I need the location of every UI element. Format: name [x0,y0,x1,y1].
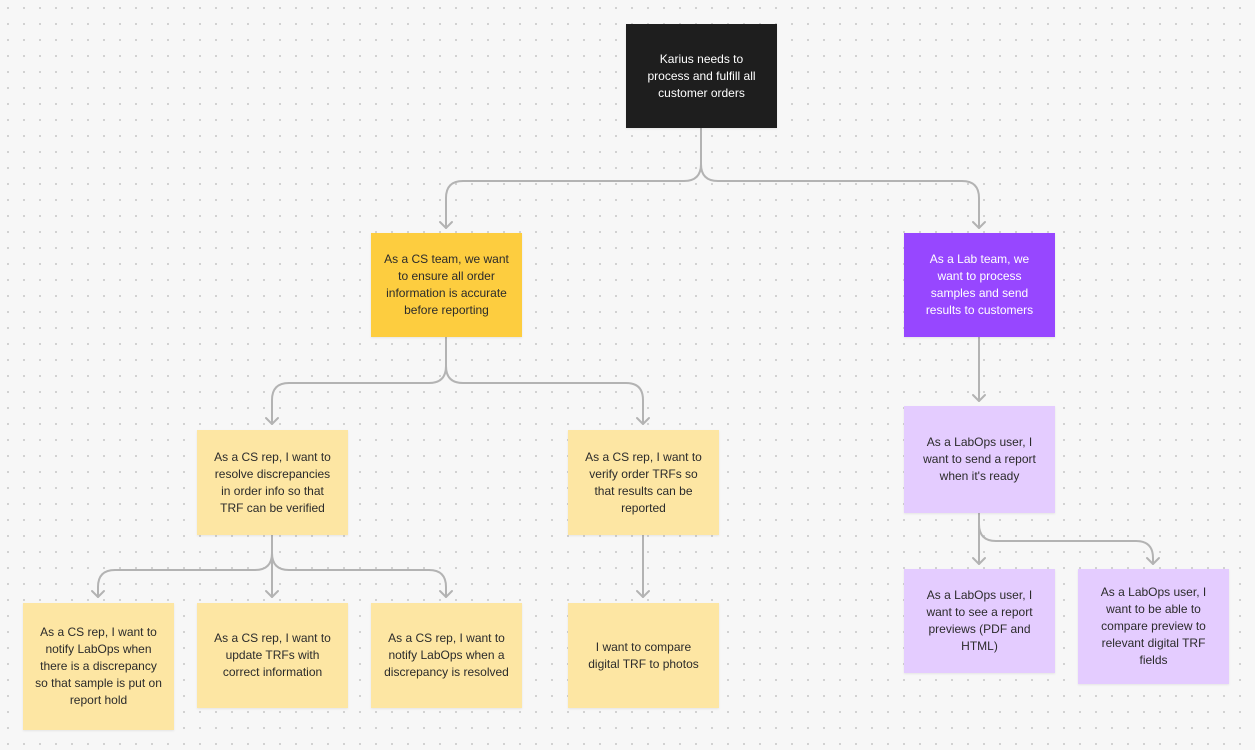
arrowhead-verify [636,417,650,425]
connector-resolve-notify-resolved [271,552,447,598]
cs-notify-resolved-node-text: As a CS rep, I want to notify LabOps whe… [384,631,509,679]
root-node-text: Karius needs to process and fulfill all … [647,51,756,100]
labops-preview-node-text: As a LabOps user, I want to see a report… [926,588,1033,653]
compare-digital-trf-node-text: I want to compare digital TRF to photos [588,639,699,671]
arrowhead-send [972,394,986,402]
compare-digital-trf-node[interactable]: I want to compare digital TRF to photos [568,603,719,708]
labops-preview-node[interactable]: As a LabOps user, I want to see a report… [904,569,1055,673]
cs-verify-node-text: As a CS rep, I want to verify order TRFs… [585,449,702,515]
arrowhead-cs-team [439,221,453,229]
cs-notify-discrepancy-node-text: As a CS rep, I want to notify LabOps whe… [35,625,162,707]
arrowhead-compare [636,590,650,598]
arrowhead-notify-resolved [439,590,453,598]
cs-notify-discrepancy-node[interactable]: As a CS rep, I want to notify LabOps whe… [23,603,174,730]
labops-compare-node-text: As a LabOps user, I want to be able to c… [1100,585,1207,667]
cs-notify-resolved-node[interactable]: As a CS rep, I want to notify LabOps whe… [371,603,522,708]
connector-resolve-notify [97,534,273,598]
lab-team-node-text: As a Lab team, we want to process sample… [925,252,1034,317]
arrowhead-resolve [265,417,279,425]
cs-team-node[interactable]: As a CS team, we want to ensure all orde… [371,233,522,337]
connector-root-lab-team [700,163,980,229]
arrowhead-lab-team [972,221,986,229]
cs-resolve-node-text: As a CS rep, I want to resolve discrepan… [214,449,331,515]
arrowhead-labops-compare [1146,557,1160,565]
arrowhead-notify [91,590,105,598]
labops-compare-node[interactable]: As a LabOps user, I want to be able to c… [1078,569,1229,684]
connector-cs-team-verify [445,365,644,425]
cs-update-trfs-node-text: As a CS rep, I want to update TRFs with … [214,631,331,679]
connector-cs-team-resolve [271,336,447,425]
lab-team-node[interactable]: As a Lab team, we want to process sample… [904,233,1055,337]
labops-send-node-text: As a LabOps user, I want to send a repor… [923,435,1036,483]
cs-team-node-text: As a CS team, we want to ensure all orde… [384,252,509,317]
root-node[interactable]: Karius needs to process and fulfill all … [626,24,777,128]
arrowhead-preview [972,557,986,565]
cs-verify-node[interactable]: As a CS rep, I want to verify order TRFs… [568,430,719,535]
connector-root-cs-team [445,127,702,229]
cs-update-trfs-node[interactable]: As a CS rep, I want to update TRFs with … [197,603,348,708]
cs-resolve-node[interactable]: As a CS rep, I want to resolve discrepan… [197,430,348,535]
labops-send-node[interactable]: As a LabOps user, I want to send a repor… [904,406,1055,513]
arrowhead-update [265,590,279,598]
connector-send-compare [978,523,1154,565]
